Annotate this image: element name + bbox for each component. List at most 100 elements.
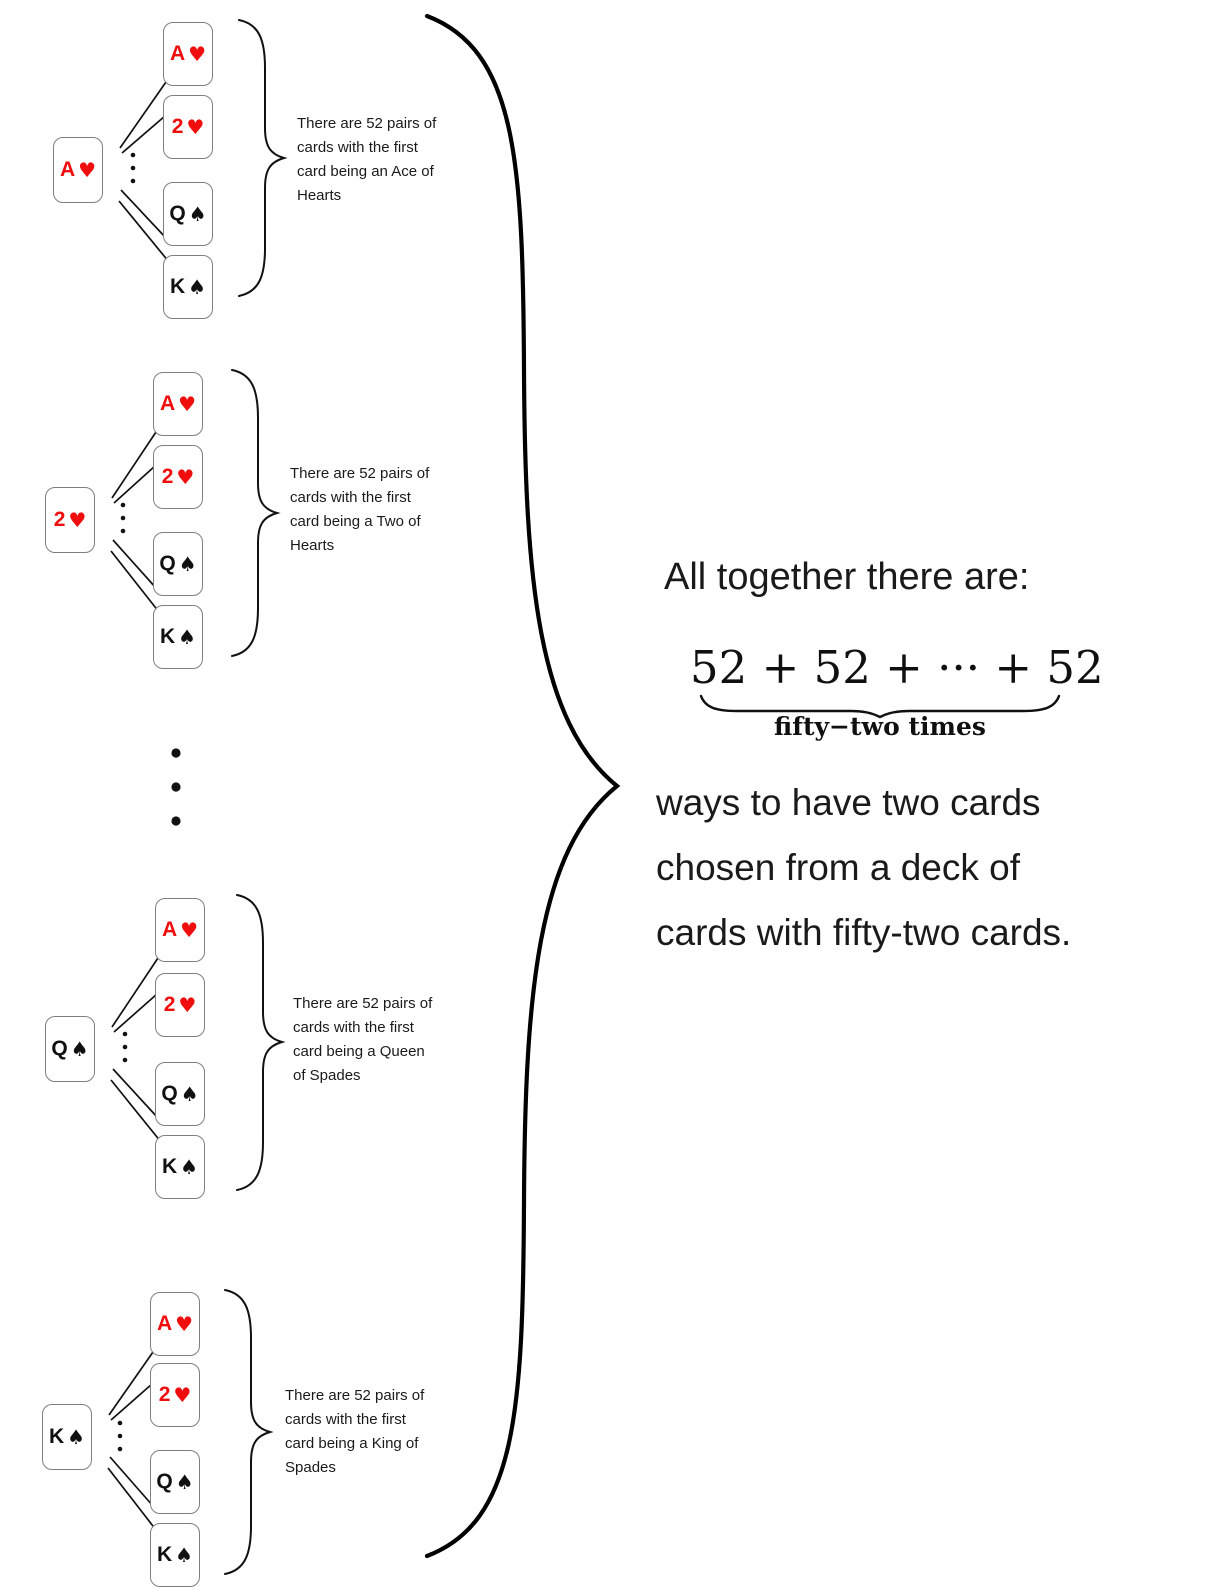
pair-card-two-of-hearts: 2 ♥: [153, 445, 203, 509]
caption-line: cards with the first: [285, 1411, 406, 1428]
ellipsis-dot: [120, 528, 126, 534]
caption-line: There are 52 pairs of: [297, 115, 437, 132]
big-brace: [424, 13, 621, 1559]
separator-dot: [171, 748, 181, 758]
sum-formula: 52 + 52 + ··· + 52: [690, 641, 1104, 694]
card-rank: 2: [53, 508, 66, 531]
card-rank: A: [156, 1312, 173, 1335]
card-rank: Q: [169, 202, 186, 225]
pair-card-two-of-hearts: 2 ♥: [163, 95, 213, 159]
pair-card-two-of-hearts: 2 ♥: [155, 973, 205, 1037]
connector-lines-group-4: [107, 1351, 157, 1531]
caption-line: There are 52 pairs of: [290, 465, 430, 482]
heart-suit-icon: ♥: [173, 1383, 192, 1407]
conclusion-line: cards with fifty-two cards.: [656, 912, 1072, 953]
heart-suit-icon: ♥: [175, 1312, 194, 1336]
connector-line: [110, 1383, 153, 1421]
pair-card-king-of-spades: K ♠: [150, 1523, 200, 1587]
heart-suit-icon: ♥: [68, 508, 87, 532]
ellipsis-dot: [122, 1031, 128, 1037]
pair-caption-queen-of-spades: There are 52 pairs of cards with the fir…: [293, 992, 469, 1088]
fan-ellipsis-group-2: [120, 502, 126, 534]
pair-card-ace-of-hearts: A ♥: [163, 22, 213, 86]
card-rank: A: [59, 158, 76, 181]
pair-card-ace-of-hearts: A ♥: [153, 372, 203, 436]
connector-line: [113, 465, 156, 504]
pair-card-queen-of-spades: Q ♠: [155, 1062, 205, 1126]
connector-line: [120, 189, 167, 239]
underbrace-label: fifty−two times: [774, 712, 986, 741]
conclusion-line: ways to have two cards: [656, 782, 1041, 823]
heart-suit-icon: ♥: [176, 465, 195, 489]
spade-suit-icon: ♠: [175, 1543, 194, 1567]
card-rank: 2: [171, 115, 184, 138]
spade-suit-icon: ♠: [188, 202, 207, 226]
connector-line: [112, 1068, 159, 1119]
connector-line: [112, 539, 157, 589]
pair-card-king-of-spades: K ♠: [163, 255, 213, 319]
card-rank: A: [159, 392, 176, 415]
connector-lines-group-2: [110, 431, 160, 613]
spade-suit-icon: ♠: [188, 275, 207, 299]
card-rank: 2: [163, 993, 176, 1016]
connector-line: [107, 1467, 157, 1531]
caption-line: of Spades: [293, 1067, 361, 1084]
pair-card-king-of-spades: K ♠: [155, 1135, 205, 1199]
heart-suit-icon: ♥: [186, 115, 205, 139]
ellipsis-dot: [117, 1433, 123, 1439]
connector-line: [118, 200, 170, 263]
connector-line: [121, 115, 166, 154]
underbrace: [699, 694, 1061, 719]
caption-line: There are 52 pairs of: [293, 995, 433, 1012]
pair-caption-two-of-hearts: There are 52 pairs of cards with the fir…: [290, 462, 466, 558]
pair-caption-king-of-spades: There are 52 pairs of cards with the fir…: [285, 1384, 461, 1480]
card-rank: A: [169, 42, 186, 65]
card-rank: Q: [161, 1082, 178, 1105]
separator-dot: [171, 816, 181, 826]
card-rank: 2: [158, 1383, 171, 1406]
caption-line: card being a King of: [285, 1435, 419, 1452]
heart-suit-icon: ♥: [180, 918, 199, 942]
card-rank: Q: [159, 552, 176, 575]
pair-caption-ace-of-hearts: There are 52 pairs of cards with the fir…: [297, 112, 473, 208]
card-rank: K: [161, 1155, 178, 1178]
caption-line: card being a Queen: [293, 1043, 425, 1060]
ellipsis-dot: [130, 152, 136, 158]
connector-line: [108, 1351, 154, 1416]
pair-card-ace-of-hearts: A ♥: [155, 898, 205, 962]
connector-line: [111, 957, 159, 1028]
fan-ellipsis-group-4: [117, 1420, 123, 1452]
ellipsis-dot: [117, 1446, 123, 1452]
card-rank: 2: [161, 465, 174, 488]
card-rank: K: [169, 275, 186, 298]
caption-line: card being an Ace of: [297, 163, 434, 180]
spade-suit-icon: ♠: [67, 1425, 86, 1449]
pair-card-queen-of-spades: Q ♠: [150, 1450, 200, 1514]
caption-line: cards with the first: [290, 489, 411, 506]
fan-ellipsis-group-3: [122, 1031, 128, 1063]
ellipsis-dot: [122, 1044, 128, 1050]
small-brace: [238, 19, 288, 297]
spade-suit-icon: ♠: [178, 552, 197, 576]
spade-suit-icon: ♠: [70, 1037, 89, 1061]
heart-suit-icon: ♥: [78, 158, 97, 182]
caption-line: Hearts: [297, 187, 342, 204]
connector-line: [111, 431, 157, 499]
small-brace: [231, 369, 281, 657]
conclusion-line: chosen from a deck of: [656, 847, 1021, 888]
ellipsis-dot: [120, 515, 126, 521]
card-rank: Q: [51, 1037, 68, 1060]
pair-card-queen-of-spades: Q ♠: [163, 182, 213, 246]
first-card-queen-of-spades: Q ♠: [45, 1016, 95, 1082]
caption-line: cards with the first: [297, 139, 418, 156]
card-rank: Q: [156, 1470, 173, 1493]
caption-line: Spades: [285, 1459, 336, 1476]
card-rank: K: [48, 1425, 65, 1448]
first-card-ace-of-hearts: A ♥: [53, 137, 103, 203]
spade-suit-icon: ♠: [175, 1470, 194, 1494]
separator-dot: [171, 782, 181, 792]
caption-line: There are 52 pairs of: [285, 1387, 425, 1404]
connector-line: [119, 81, 167, 149]
